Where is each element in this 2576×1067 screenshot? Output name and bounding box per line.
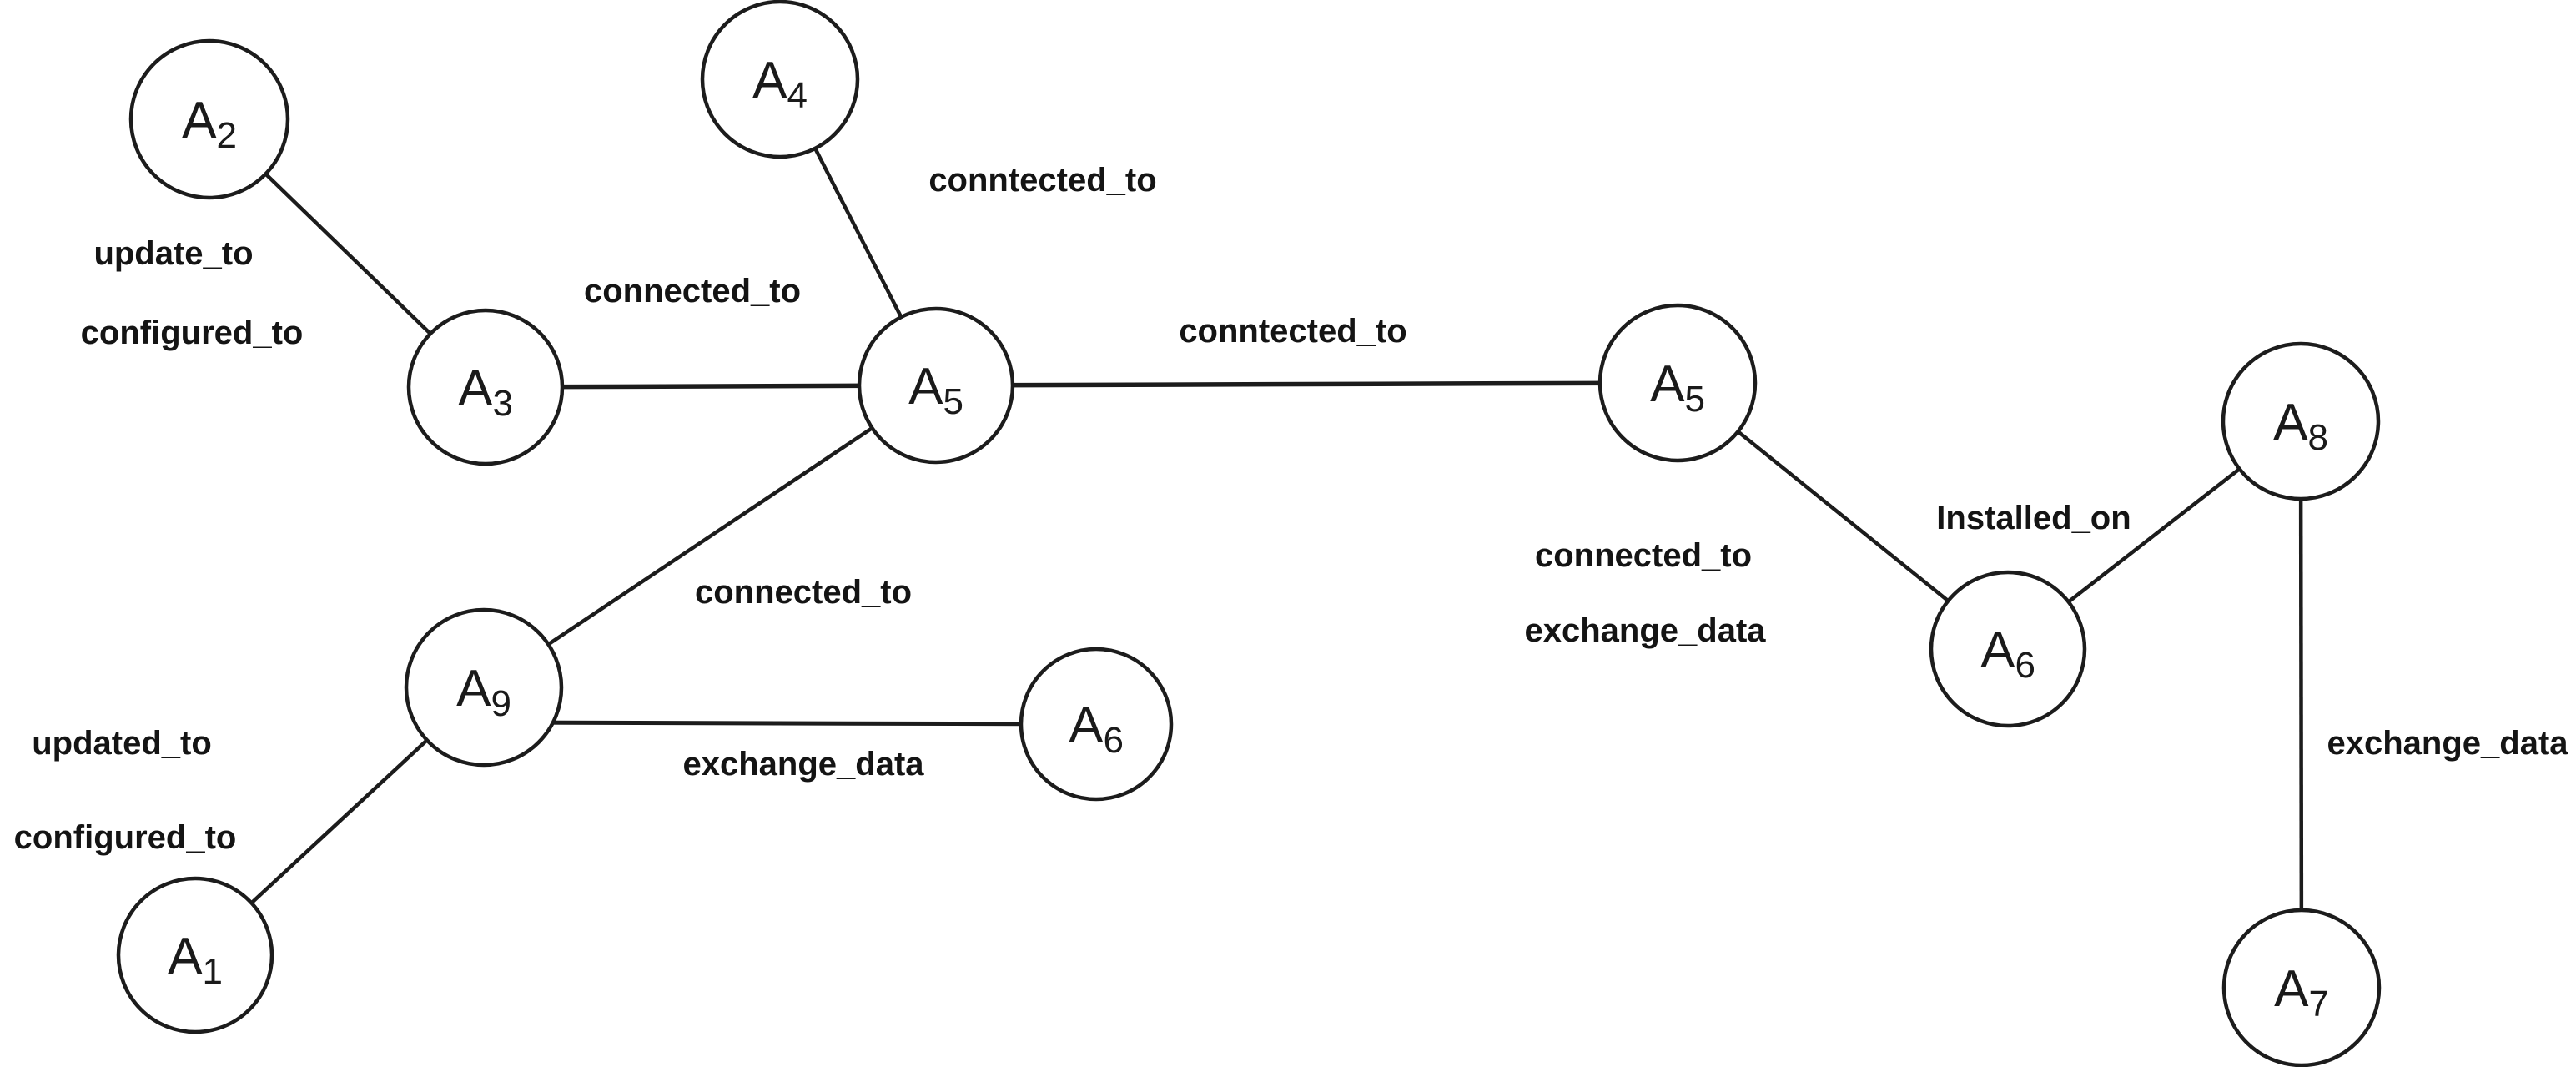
node-circle-a6-mid [1019,647,1174,802]
node-a6-mid: A6 [1019,647,1174,802]
node-label-a6-mid: A6 [1069,697,1124,761]
edge-label-a9-a1-7: updated_to [32,725,212,762]
node-circle-a2 [128,38,290,200]
node-label-a2: A2 [182,92,237,156]
edge-label-a4-a5-left-3: conntected_to [928,162,1156,199]
node-circle-a8 [2221,341,2381,501]
node-label-a7: A7 [2274,960,2329,1024]
node-circle-a7 [2221,908,2382,1067]
edge-label-a6-right-a8-11: Installed_on [1936,500,2131,536]
edge-label-a9-a1-8: configured_to [14,819,237,856]
node-circle-a6-right [1929,570,2087,728]
edge-label-a5-left-a5-right-4: conntected_to [1179,313,1406,350]
node-a2: A2 [128,38,290,200]
edge-labels-layer: update_toconfigured_toconnected_toconnte… [14,162,2569,856]
edge-label-a8-a7-12: exchange_data [2327,725,2568,762]
node-a8: A8 [2221,341,2381,501]
node-a5-right: A5 [1597,303,1758,463]
node-circle-a4 [700,0,860,159]
edge-label-a2-a3-0: update_to [93,235,253,272]
edge-a8-a7 [2298,420,2304,989]
node-circle-a5-right [1597,303,1758,463]
edge-a9-a6-mid [483,720,1097,727]
edge-label-a9-a6-mid-6: exchange_data [682,746,924,783]
node-a7: A7 [2221,908,2382,1067]
node-a1: A1 [116,876,274,1034]
node-a3: A3 [406,308,565,466]
edge-label-a3-a5-left-2: connected_to [584,273,801,310]
node-a4: A4 [700,0,860,159]
edge-label-a5-left-a9-5: connected_to [695,574,912,611]
node-circle-a5-left [857,306,1015,465]
edge-label-a5-right-a6-right-9: connected_to [1535,537,1752,574]
node-circle-a9 [404,607,564,768]
node-circle-a1 [116,876,274,1034]
node-a5-left: A5 [857,306,1015,465]
node-circle-a3 [406,308,565,466]
edge-label-a5-right-a6-right-10: exchange_data [1524,612,1766,649]
edge-a5-left-a9 [482,384,938,689]
edge-label-a2-a3-1: configured_to [81,315,304,351]
node-a9: A9 [404,607,564,768]
node-a6-right: A6 [1929,570,2087,728]
edge-a5-left-a5-right [935,380,1678,388]
